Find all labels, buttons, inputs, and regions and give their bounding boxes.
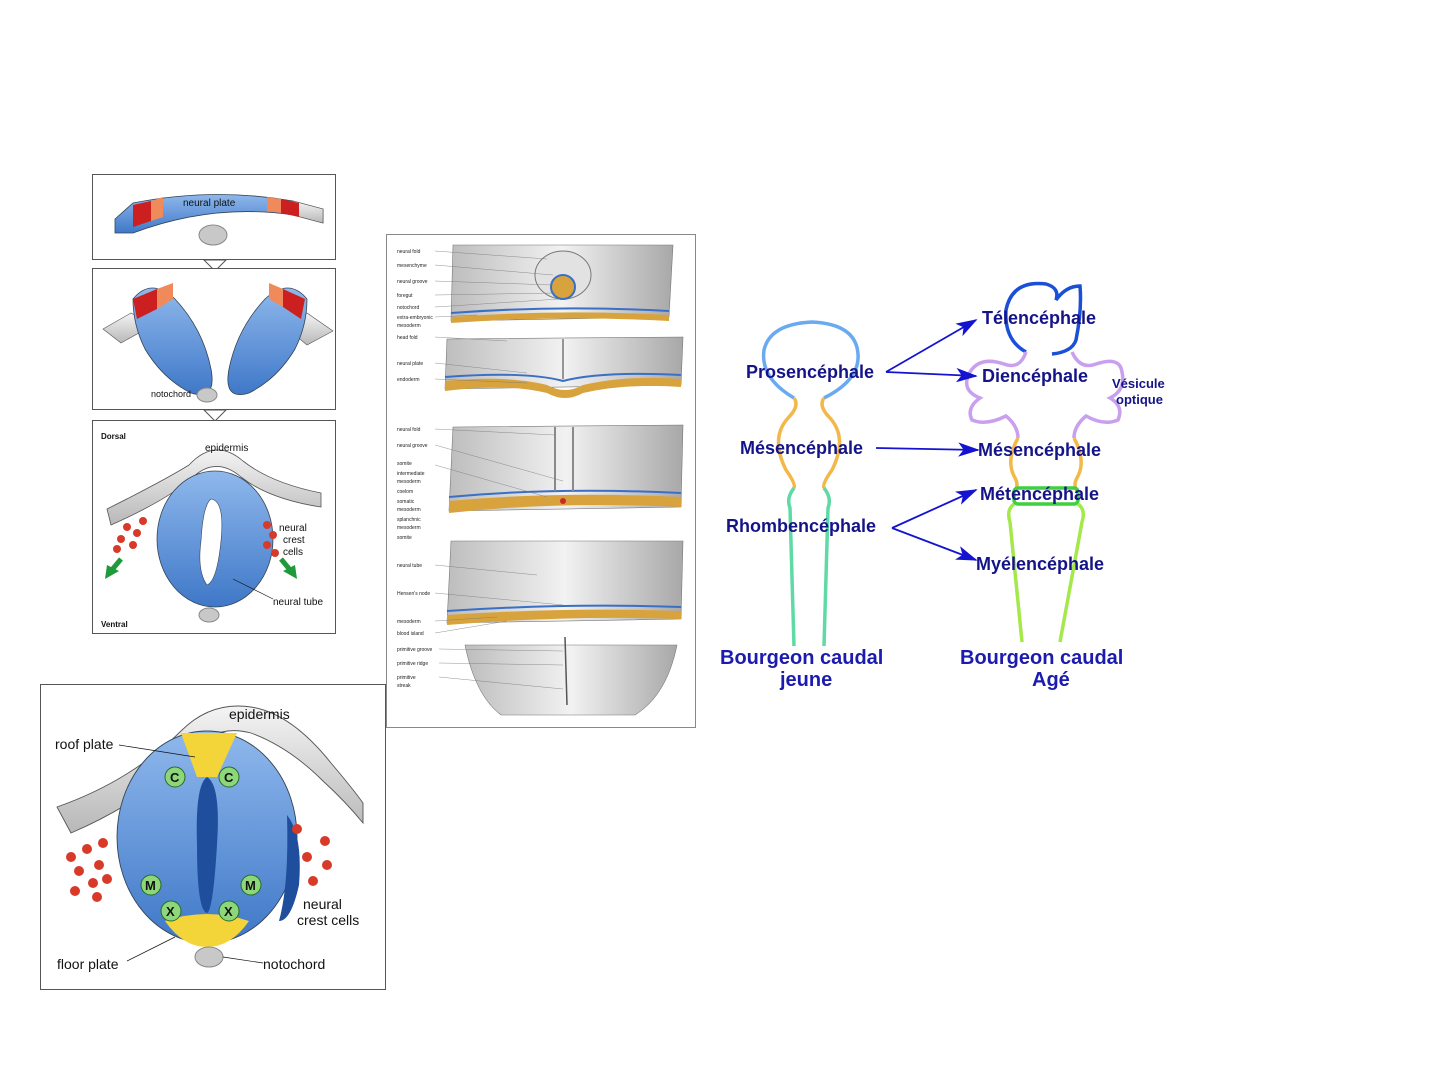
svg-text:neural fold: neural fold bbox=[397, 249, 421, 255]
svg-text:C: C bbox=[170, 770, 180, 785]
svg-text:primitive ridge: primitive ridge bbox=[397, 661, 428, 667]
step2-folding-diagram: notochord bbox=[93, 269, 337, 411]
metencephale-label: Métencéphale bbox=[980, 484, 1099, 504]
svg-text:mesoderm: mesoderm bbox=[397, 525, 421, 531]
neural-tube-cross-section: epidermis C C M M X X bbox=[40, 684, 386, 990]
zone-c-left: C bbox=[165, 767, 185, 787]
derivation-arrows bbox=[876, 320, 978, 560]
crest-label-line-2: crest cells bbox=[297, 912, 359, 928]
svg-text:coelom: coelom bbox=[397, 489, 413, 495]
rhombencephale-label: Rhombencéphale bbox=[726, 516, 876, 536]
svg-text:neural fold: neural fold bbox=[397, 427, 421, 433]
svg-text:neural tube: neural tube bbox=[397, 563, 422, 569]
neural-tube-label: neural tube bbox=[273, 597, 323, 608]
svg-text:M: M bbox=[145, 878, 156, 893]
svg-text:intermediate: intermediate bbox=[397, 471, 425, 477]
svg-text:streak: streak bbox=[397, 683, 411, 689]
embryo-section-series: neural fold mesenchyme neural groove for… bbox=[386, 234, 696, 728]
telencephale-label: Télencéphale bbox=[982, 308, 1096, 328]
svg-text:mesenchyme: mesenchyme bbox=[397, 263, 427, 269]
crest-label-line-1: neural bbox=[303, 896, 342, 912]
ventral-label: Ventral bbox=[101, 620, 128, 629]
svg-text:neural plate: neural plate bbox=[397, 361, 423, 367]
svg-text:mesoderm: mesoderm bbox=[397, 507, 421, 513]
five-vesicle-tube bbox=[967, 284, 1123, 642]
step2-panel: notochord bbox=[92, 268, 336, 410]
arrow-to-telencephale bbox=[886, 320, 976, 372]
crest-line-3: cells bbox=[283, 547, 303, 558]
step1-neural-plate-diagram: neural plate bbox=[93, 175, 337, 261]
myelencephale-label: Myélencéphale bbox=[976, 554, 1104, 574]
svg-text:C: C bbox=[224, 770, 234, 785]
notochord-shape bbox=[199, 225, 227, 245]
crest-line-2: crest bbox=[283, 535, 305, 546]
diencephale-label: Diencéphale bbox=[982, 366, 1088, 386]
zone-x-right: X bbox=[219, 901, 239, 921]
bud-young-line-2: jeune bbox=[779, 669, 832, 691]
crest-cells-left bbox=[113, 517, 147, 553]
svg-text:mesoderm: mesoderm bbox=[397, 619, 421, 625]
arrow-to-diencephale bbox=[886, 372, 976, 376]
notochord-label: notochord bbox=[263, 956, 325, 972]
bud-old-line-1: Bourgeon caudal bbox=[960, 647, 1123, 669]
brain-vesicles-diagram: Prosencéphale Mésencéphale Rhombencéphal… bbox=[700, 270, 1220, 700]
bud-old-line-2: Agé bbox=[1032, 669, 1070, 691]
neural-plate-label: neural plate bbox=[183, 198, 236, 209]
floor-plate-label: floor plate bbox=[57, 956, 119, 972]
neural-tube-formation-panel: neural plate bbox=[92, 174, 336, 260]
svg-text:somite: somite bbox=[397, 535, 412, 541]
svg-text:somatic: somatic bbox=[397, 499, 415, 505]
section-labels: neural fold mesenchyme neural groove for… bbox=[397, 249, 433, 689]
svg-text:primitive: primitive bbox=[397, 675, 416, 681]
step3-panel: Dorsal Ventral epidermis neural crest ce… bbox=[92, 420, 336, 634]
zone-x-left: X bbox=[161, 901, 181, 921]
mesencephale-left-label: Mésencéphale bbox=[740, 438, 863, 458]
crest-line-1: neural bbox=[279, 523, 307, 534]
arrow-to-mesencephale bbox=[876, 448, 978, 450]
svg-text:X: X bbox=[166, 904, 175, 919]
svg-text:endoderm: endoderm bbox=[397, 377, 420, 383]
step3-neural-tube-diagram: Dorsal Ventral epidermis neural crest ce… bbox=[93, 421, 337, 635]
vesicule-label-line-2: optique bbox=[1116, 392, 1163, 407]
svg-text:somite: somite bbox=[397, 461, 412, 467]
arrow-to-metencephale bbox=[892, 490, 976, 528]
svg-text:foregut: foregut bbox=[397, 293, 413, 299]
notochord-label: notochord bbox=[151, 389, 191, 399]
vesicule-label-line-1: Vésicule bbox=[1112, 376, 1165, 391]
zone-m-right: M bbox=[241, 875, 261, 895]
svg-text:neural groove: neural groove bbox=[397, 443, 428, 449]
roof-plate-label: roof plate bbox=[55, 736, 114, 752]
zone-m-left: M bbox=[141, 875, 161, 895]
svg-text:extra-embryonic: extra-embryonic bbox=[397, 315, 433, 321]
svg-text:primitive groove: primitive groove bbox=[397, 647, 433, 653]
zone-c-right: C bbox=[219, 767, 239, 787]
crest-cells-left bbox=[66, 838, 112, 902]
epidermis-label: epidermis bbox=[229, 706, 290, 722]
arrow-to-myelencephale bbox=[892, 528, 976, 560]
cross-section-diagram: epidermis C C M M X X bbox=[41, 685, 387, 991]
svg-text:X: X bbox=[224, 904, 233, 919]
bud-young-line-1: Bourgeon caudal bbox=[720, 647, 883, 669]
prosencephale-label: Prosencéphale bbox=[746, 362, 874, 382]
svg-text:Hensen's node: Hensen's node bbox=[397, 591, 430, 597]
svg-text:mesoderm: mesoderm bbox=[397, 479, 421, 485]
dorsal-label: Dorsal bbox=[101, 432, 126, 441]
svg-text:blood island: blood island bbox=[397, 631, 424, 637]
svg-text:head fold: head fold bbox=[397, 335, 418, 341]
svg-text:notochord: notochord bbox=[397, 305, 419, 311]
svg-text:mesoderm: mesoderm bbox=[397, 323, 421, 329]
mesencephale-right-label: Mésencéphale bbox=[978, 440, 1101, 460]
notochord-shape bbox=[195, 947, 223, 967]
svg-text:M: M bbox=[245, 878, 256, 893]
svg-text:splanchnic: splanchnic bbox=[397, 517, 421, 523]
epidermis-label: epidermis bbox=[205, 443, 248, 454]
embryo-sections-diagram: neural fold mesenchyme neural groove for… bbox=[387, 235, 697, 729]
svg-text:neural groove: neural groove bbox=[397, 279, 428, 285]
